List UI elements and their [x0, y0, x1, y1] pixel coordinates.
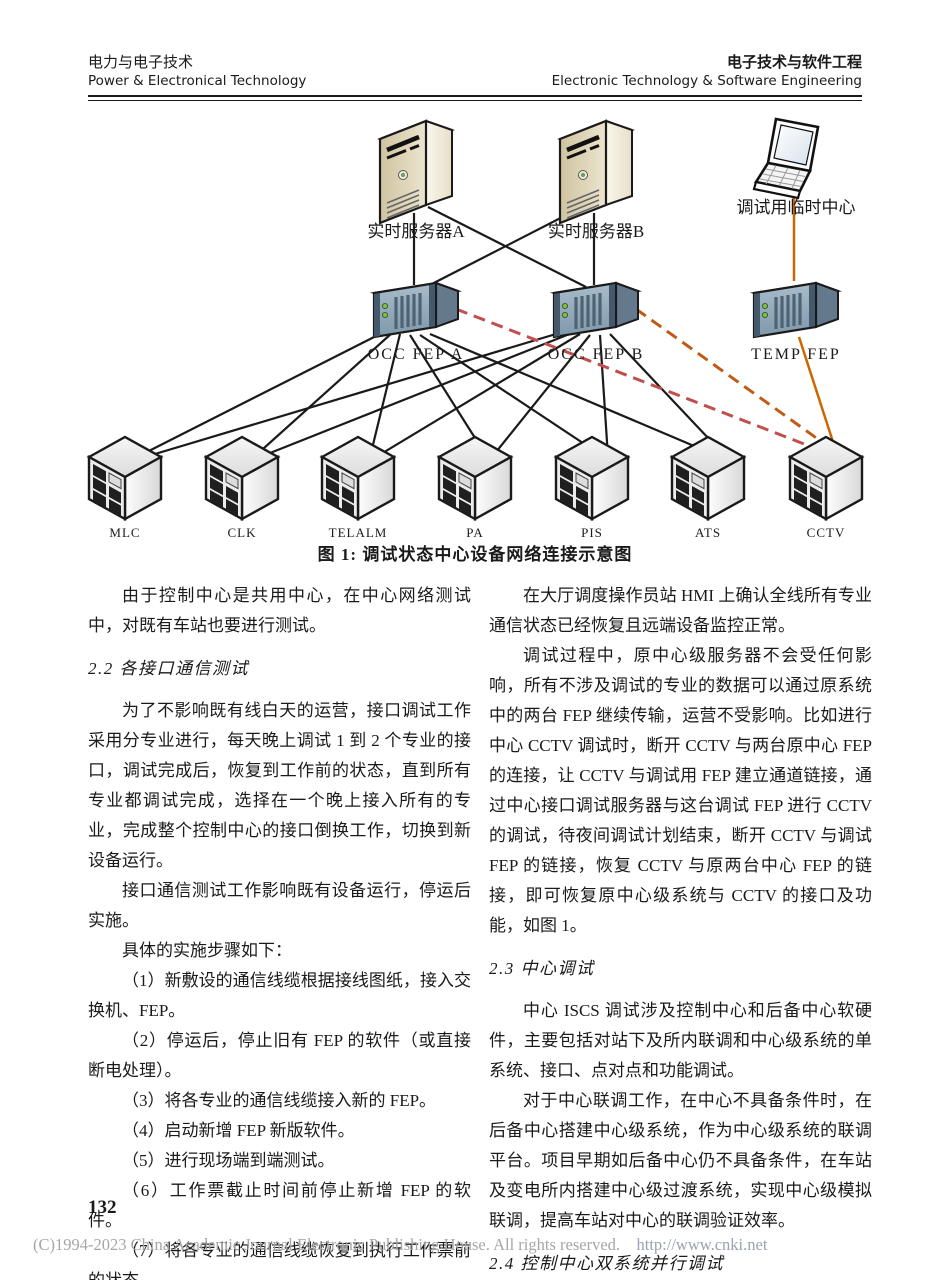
- right-column: 在大厅调度操作员站 HMI 上确认全线所有专业通信状态已经恢复且远端设备监控正常…: [489, 581, 872, 1280]
- server-b-node: [560, 121, 632, 223]
- fep-a-label: OCC FEP A: [368, 346, 465, 363]
- paragraph: 由于控制中心是共用中心，在中心网络测试中，对既有车站也要进行测试。: [88, 586, 471, 635]
- paragraph: 中心 ISCS 调试涉及控制中心和后备中心软硬件，主要包括对站下及所内联调和中心…: [489, 1001, 872, 1080]
- paragraph: 对于中心联调工作，在中心不具备条件时，在后备中心搭建中心级系统，作为中心级系统的…: [489, 1091, 872, 1230]
- cabinet-pis-node: [554, 435, 630, 521]
- list-item: （2）停运后，停止旧有 FEP 的软件（或直接断电处理）。: [88, 1031, 471, 1080]
- section-heading-2-3: 2.3 中心调试: [489, 959, 595, 978]
- rack-fep-a-node: [372, 281, 460, 339]
- journal-title-left-en: Power & Electronical Technology: [88, 73, 307, 89]
- paragraph: 接口通信测试工作影响既有设备运行，停运后实施。: [88, 881, 471, 930]
- cabinet-telalm-label: TELALM: [329, 525, 388, 540]
- temp-fep-links: [792, 195, 836, 446]
- server-fep-links: [412, 206, 596, 288]
- cabinet-ats-label: ATS: [695, 525, 721, 540]
- temp-fep-label: TEMP FEP: [751, 346, 841, 363]
- list-item: （7）将各专业的通信线缆恢复到执行工作票前的状态。: [88, 1241, 471, 1280]
- paragraph: 在大厅调度操作员站 HMI 上确认全线所有专业通信状态已经恢复且远端设备监控正常…: [489, 586, 872, 635]
- cabinet-mlc-label: MLC: [109, 525, 140, 540]
- list-item: （5）进行现场端到端测试。: [122, 1151, 335, 1170]
- network-diagram: 实时服务器A 实时服务器B 调试用临时中心 OCC FEP A OCC FEP …: [87, 117, 864, 564]
- journal-title-right: 电子技术与软件工程 Electronic Technology & Softwa…: [552, 52, 862, 90]
- copyright-text: (C)1994-2023 China Academic Journal Elec…: [33, 1235, 621, 1254]
- journal-title-left-zh: 电力与电子技术: [88, 53, 194, 71]
- section-heading-2-4: 2.4 控制中心双系统并行调试: [489, 1254, 724, 1273]
- paragraph: 调试过程中，原中心级服务器不会受任何影响，所有不涉及调试的专业的数据可以通过原系…: [489, 646, 872, 935]
- server-b-label: 实时服务器B: [548, 222, 644, 241]
- cabinet-pa-node: [437, 435, 513, 521]
- journal-title-right-en: Electronic Technology & Software Enginee…: [551, 73, 862, 89]
- paragraph: 具体的实施步骤如下：: [122, 941, 292, 960]
- rack-fep-b-node: [552, 281, 640, 339]
- cabinet-pa-label: PA: [466, 525, 483, 540]
- header-rule: [88, 95, 862, 101]
- server-a-node: [380, 121, 452, 223]
- cabinet-pis-label: PIS: [581, 525, 603, 540]
- server-a-label: 实时服务器A: [367, 222, 465, 241]
- cabinet-telalm-node: [320, 435, 396, 521]
- network-diagram-figure: 实时服务器A 实时服务器B 调试用临时中心 OCC FEP A OCC FEP …: [80, 113, 870, 575]
- section-heading-2-2: 2.2 各接口通信测试: [88, 659, 249, 678]
- list-item: （4）启动新增 FEP 新版软件。: [122, 1121, 355, 1140]
- journal-title-right-zh: 电子技术与软件工程: [726, 53, 862, 71]
- cabinet-clk-label: CLK: [228, 525, 257, 540]
- laptop-node: [752, 117, 820, 200]
- journal-title-left: 电力与电子技术 Power & Electronical Technology: [88, 52, 306, 90]
- fep-cabinet-links: [136, 329, 727, 459]
- journal-header: 电力与电子技术 Power & Electronical Technology …: [88, 52, 862, 90]
- left-column: 由于控制中心是共用中心，在中心网络测试中，对既有车站也要进行测试。 2.2 各接…: [88, 581, 471, 1280]
- disconnected-cctv-links: [455, 307, 830, 451]
- cabinet-clk-node: [204, 435, 280, 521]
- cabinet-ats-node: [670, 435, 746, 521]
- cabinet-cctv-label: CCTV: [807, 525, 846, 540]
- list-item: （6）工作票截止时间前停止新增 FEP 的软件。: [88, 1181, 471, 1230]
- figure-caption: 图 1: 调试状态中心设备网络连接示意图: [318, 544, 633, 564]
- rack-temp-fep-node: [752, 281, 840, 339]
- cnki-url-link[interactable]: http://www.cnki.net: [636, 1235, 768, 1254]
- laptop-label: 调试用临时中心: [737, 198, 856, 217]
- page-number: 132: [88, 1197, 117, 1218]
- list-item: （3）将各专业的通信线缆接入新的 FEP。: [122, 1091, 437, 1110]
- cabinet-cctv-node: [788, 435, 864, 521]
- list-item: （1）新敷设的通信线缆根据接线图纸，接入交换机、FEP。: [88, 971, 471, 1020]
- cnki-footer: (C)1994-2023 China Academic Journal Elec…: [33, 1235, 917, 1255]
- article-body: 由于控制中心是共用中心，在中心网络测试中，对既有车站也要进行测试。 2.2 各接…: [88, 581, 872, 1280]
- paragraph: 为了不影响既有线白天的运营，接口调试工作采用分专业进行，每天晚上调试 1 到 2…: [88, 701, 471, 870]
- fep-b-label: OCC FEP B: [548, 346, 645, 363]
